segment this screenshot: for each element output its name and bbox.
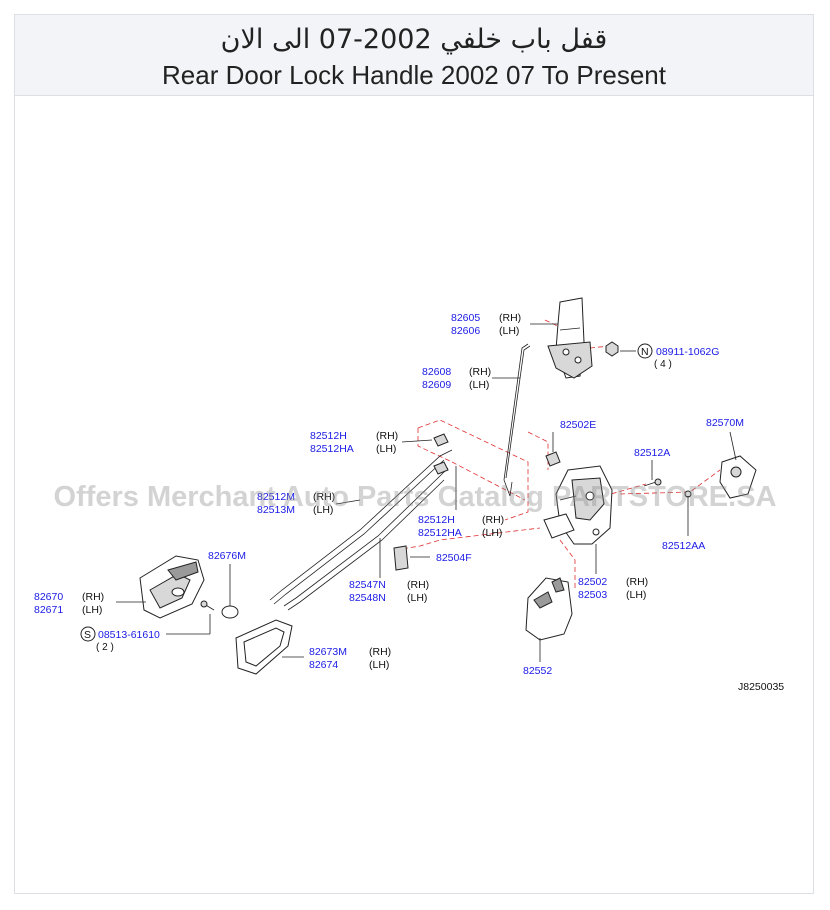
title-header: قفل باب خلفي 2002-07 الى الان Rear Door … [14,14,814,96]
lock-cylinder-bracket [547,297,593,379]
remote-control-rods [269,449,453,611]
part-82513M: 82513M [257,504,295,516]
diagram-frame [14,14,814,894]
part-08911-1062G: 08911-1062G [656,346,719,358]
rod-clip-upper [433,433,449,447]
part-82512H-upper: 82512H [310,430,347,442]
rod-holder-clip [545,451,561,467]
side-82512HA-upper: (LH) [376,443,396,455]
part-82671: 82671 [34,604,63,616]
side-82670: (RH) [82,591,104,603]
part-82547N: 82547N [349,579,386,591]
side-82502: (RH) [626,576,648,588]
part-82504F: 82504F [436,552,472,564]
part-82673M: 82673M [309,646,347,658]
part-82503: 82503 [578,589,607,601]
hex-nut [605,341,619,357]
side-82512H-upper: (RH) [376,430,398,442]
symbol-s: S [84,629,91,641]
handle-escutcheon [235,619,293,675]
screw-82512A [643,478,662,487]
callout-labels: 82605 (RH) 82606 (LH) N 08911-1062G ( 4 … [34,312,784,693]
symbol-n: N [641,346,649,358]
part-82674: 82674 [309,659,338,671]
rod-clip-lower [433,461,449,475]
part-82552: 82552 [523,665,552,677]
leader-lines [116,323,737,662]
part-82512HA-lower: 82512HA [418,527,462,539]
lock-rod [503,343,531,497]
part-82512M: 82512M [257,491,295,503]
part-82676M: 82676M [208,550,246,562]
side-82609: (LH) [469,379,489,391]
side-82548N: (LH) [407,592,427,604]
part-82512H-lower: 82512H [418,514,455,526]
symbol-n-circle [637,343,653,359]
part-82502: 82502 [578,576,607,588]
part-82512A: 82512A [634,447,670,459]
side-82512HA-lower: (LH) [482,527,502,539]
handle-cap [221,605,239,619]
title-arabic: قفل باب خلفي 2002-07 الى الان [220,24,608,55]
side-82512H-lower: (RH) [482,514,504,526]
door-lock-actuator [543,465,613,545]
part-82606: 82606 [451,325,480,337]
side-82547N: (RH) [407,579,429,591]
striker-bracket [719,455,757,499]
title-english: Rear Door Lock Handle 2002 07 To Present [162,60,666,90]
side-82512M: (RH) [313,491,335,503]
side-82608: (RH) [469,366,491,378]
qty-08513-61610: ( 2 ) [96,642,114,653]
part-82502E: 82502E [560,419,596,431]
part-82608: 82608 [422,366,451,378]
part-82512HA-upper: 82512HA [310,443,354,455]
part-82605: 82605 [451,312,480,324]
side-82503: (LH) [626,589,646,601]
symbol-s-circle [80,626,96,642]
part-82512AA: 82512AA [662,540,705,552]
diagram-code: J8250035 [738,681,784,693]
lock-actuator-motor [525,577,573,641]
side-82674: (LH) [369,659,389,671]
screw-08513 [200,600,215,611]
side-82606: (LH) [499,325,519,337]
rod-clip-82504F [393,545,409,571]
side-82671: (LH) [82,604,102,616]
part-08513-61610: 08513-61610 [98,629,160,641]
qty-08911-1062G: ( 4 ) [654,359,672,370]
part-82570M: 82570M [706,417,744,429]
side-82513M: (LH) [313,504,333,516]
side-82673M: (RH) [369,646,391,658]
inside-door-handle [139,555,205,619]
part-82548N: 82548N [349,592,386,604]
side-82605: (RH) [499,312,521,324]
part-82609: 82609 [422,379,451,391]
part-82670: 82670 [34,591,63,603]
